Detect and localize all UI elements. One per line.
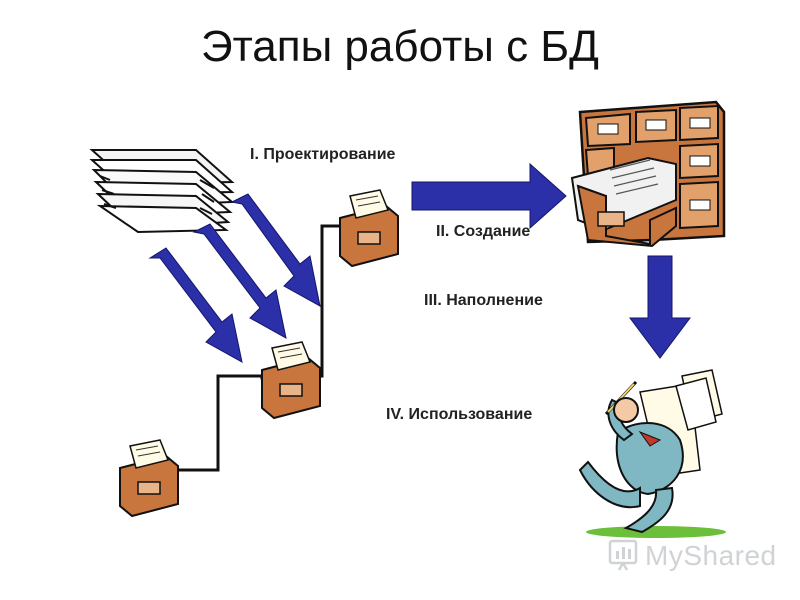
running-man-icon xyxy=(578,369,726,538)
stage-label-usage: IV. Использование xyxy=(386,406,533,423)
file-drawer-icon xyxy=(119,439,179,518)
stage-label-filling: III. Наполнение xyxy=(424,292,543,309)
stage-label-creation: II. Создание xyxy=(436,223,531,240)
arrow-right-icon xyxy=(411,162,567,230)
watermark-logo-icon xyxy=(608,539,638,571)
arrow-down-right-icon xyxy=(230,193,321,307)
file-drawer-icon xyxy=(261,341,321,420)
file-drawer-icon xyxy=(339,189,399,268)
arrow-down-right-icon xyxy=(148,247,243,363)
watermark-text: MyShared xyxy=(645,540,777,571)
paper-stack-icon xyxy=(89,149,235,234)
watermark: MyShared xyxy=(607,538,777,574)
arrow-down-icon xyxy=(629,255,691,359)
staircase-line xyxy=(174,224,346,472)
page-title: Этапы работы с БД xyxy=(201,22,599,71)
arrow-down-right-icon xyxy=(192,223,287,339)
diagonal-arrows xyxy=(148,193,321,363)
stage-label-design: I. Проектирование xyxy=(250,146,396,163)
card-catalog-icon xyxy=(570,100,726,248)
